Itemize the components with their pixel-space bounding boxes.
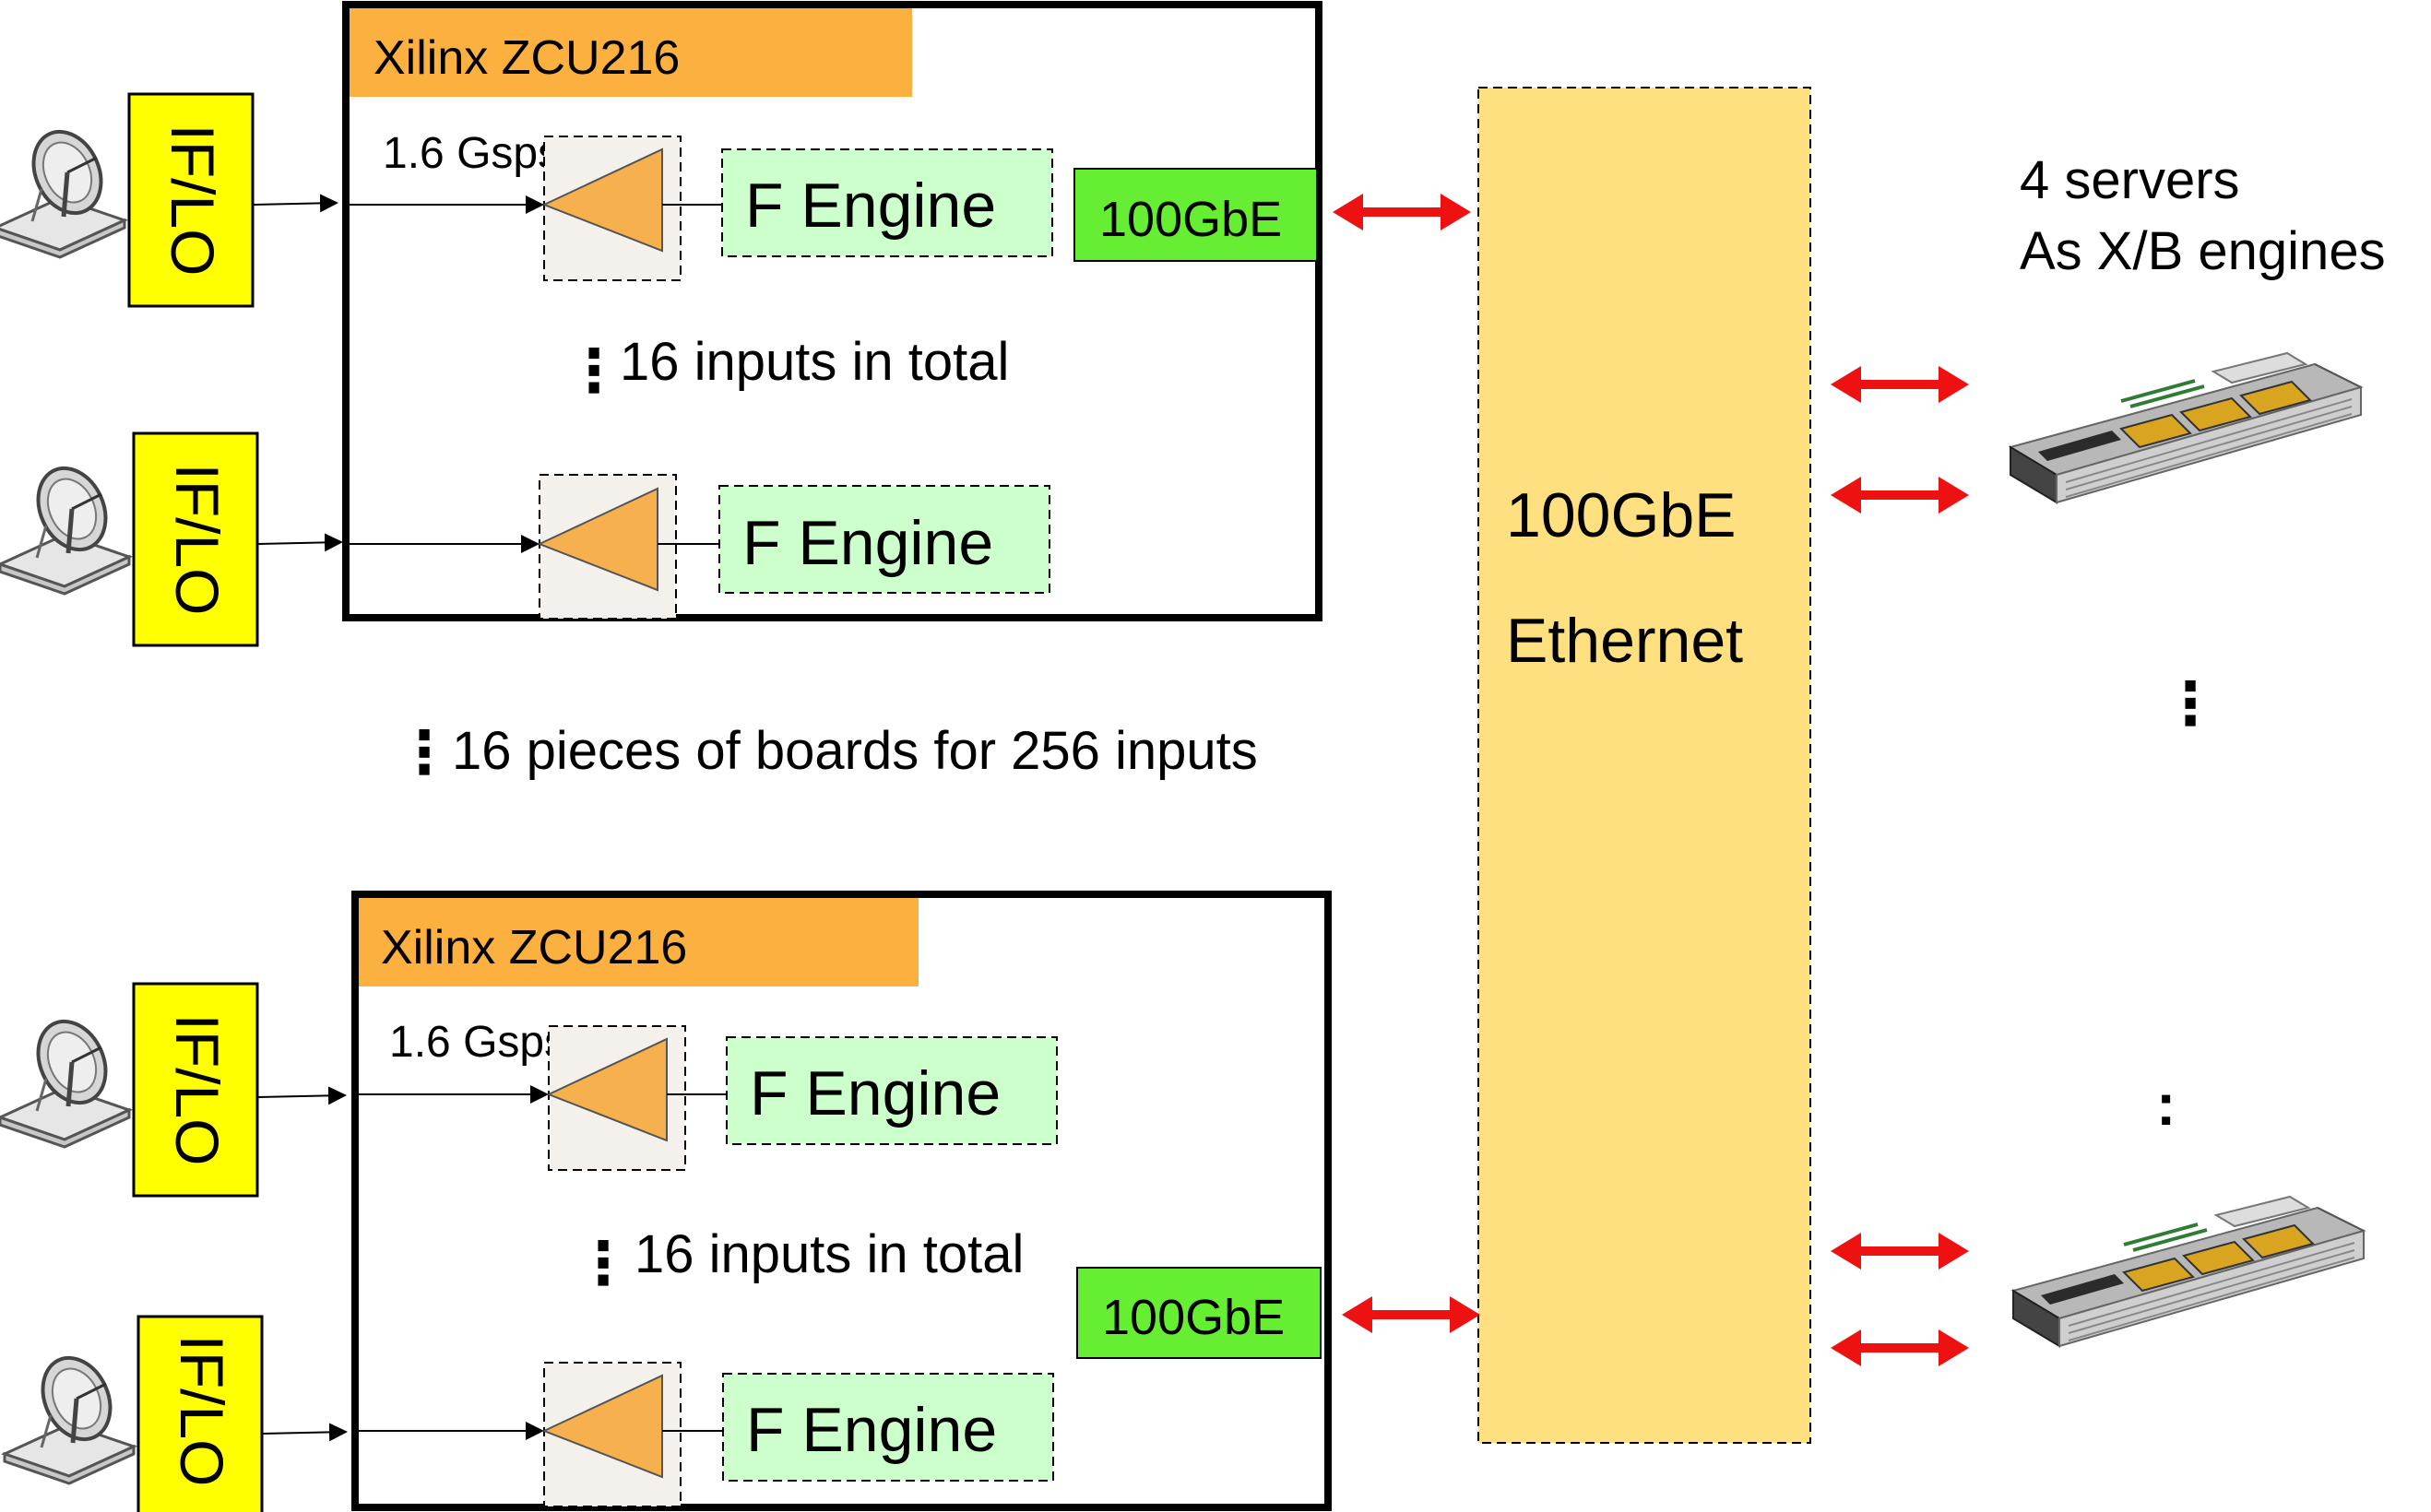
amplifier-triangle-icon [541,148,663,253]
link-arrow-server-1b [1831,477,1969,514]
board-2-nic-label: 100GbE [1102,1290,1285,1345]
satellite-dish-icon [0,1010,129,1147]
board-1-f-engine-2-label: F Engine [742,508,993,578]
satellite-dish-icon [5,1347,134,1483]
iflo-box-3 [132,982,259,1198]
iflo-label-4: IF/LO [168,1334,236,1486]
board-1-nic-label: 100GbE [1099,192,1282,247]
servers-line-1: 4 servers [2020,150,2240,210]
switch-line-2: Ethernet [1506,606,1743,676]
board-1-title-bar [350,8,912,97]
board-2-sample-rate: 1.6 Gsps [389,1018,566,1067]
iflo-label-2: IF/LO [163,463,231,615]
amplifier-triangle-icon [541,1374,663,1479]
board-2-title: Xilinx ZCU216 [381,921,687,975]
board-2: Xilinx ZCU216 1.6 Gsps F Engine ⋮ 16 inp… [351,891,1332,1511]
board-2-vertical-ellipsis: ⋮ [574,1230,633,1296]
satellite-dish-icon [0,457,129,594]
iflo-label-3: IF/LO [163,1013,231,1165]
board-1-f-engine-1 [721,148,1053,257]
link-arrow-server-2b [1831,1329,1969,1366]
board-2-f-engine-1-label: F Engine [750,1058,1001,1128]
rack-server-icon [2009,351,2363,504]
receiver-3: IF/LO [0,982,549,1198]
iflo-box-4 [136,1315,264,1512]
satellite-dish-icon [0,121,125,257]
link-arrow-server-2a [1831,1233,1969,1270]
board-1-vertical-ellipsis: ⋮ [564,337,623,404]
board-1: Xilinx ZCU216 1.6 Gsps F Engine 100GbE ⋮… [342,1,1322,621]
servers-line-2: As X/B engines [2020,221,2386,281]
link-arrow-board-1 [1333,194,1471,230]
board-1-title: Xilinx ZCU216 [374,31,680,85]
board-2-f-engine-1 [726,1036,1058,1145]
switch-line-1: 100GbE [1506,480,1737,550]
iflo-box-1 [127,92,255,308]
rack-server-icon [2011,1195,2366,1348]
switch-box [1477,87,1811,1444]
board-1-f-engine-2 [718,485,1050,594]
servers-ellipsis: : [2156,1071,2176,1138]
board-1-nic [1073,168,1318,262]
board-2-inputs-note: 16 inputs in total [634,1224,1024,1284]
iflo-label-1: IF/LO [159,124,227,276]
link-arrow-board-2 [1342,1296,1480,1333]
board-2-nic [1076,1267,1322,1359]
link-arrows [1333,194,1969,1366]
board-1-inputs-note: 16 inputs in total [620,332,1009,392]
board-2-f-engine-2 [722,1373,1054,1482]
link-arrow-server-1a [1831,366,1969,403]
amplifier-triangle-icon [546,1037,668,1142]
ethernet-switch: 100GbE Ethernet [1477,87,1811,1444]
boards-note: 16 pieces of boards for 256 inputs [452,721,1258,781]
board-1-f-engine-1-label: F Engine [745,171,996,241]
amplifier-triangle-icon [537,487,658,592]
receiver-4: IF/LO [5,1315,544,1512]
board-1-sample-rate: 1.6 Gsps [383,129,560,178]
board-2-title-bar [359,898,919,986]
receiver-2: IF/LO [0,431,540,647]
iflo-box-2 [132,431,259,647]
board-2-f-engine-2-label: F Engine [746,1395,997,1465]
receiver-1: IF/LO [0,92,544,308]
boards-vertical-ellipsis: ⋮ [395,719,454,786]
servers-vertical-ellipsis: ⋮ [2161,670,2220,737]
